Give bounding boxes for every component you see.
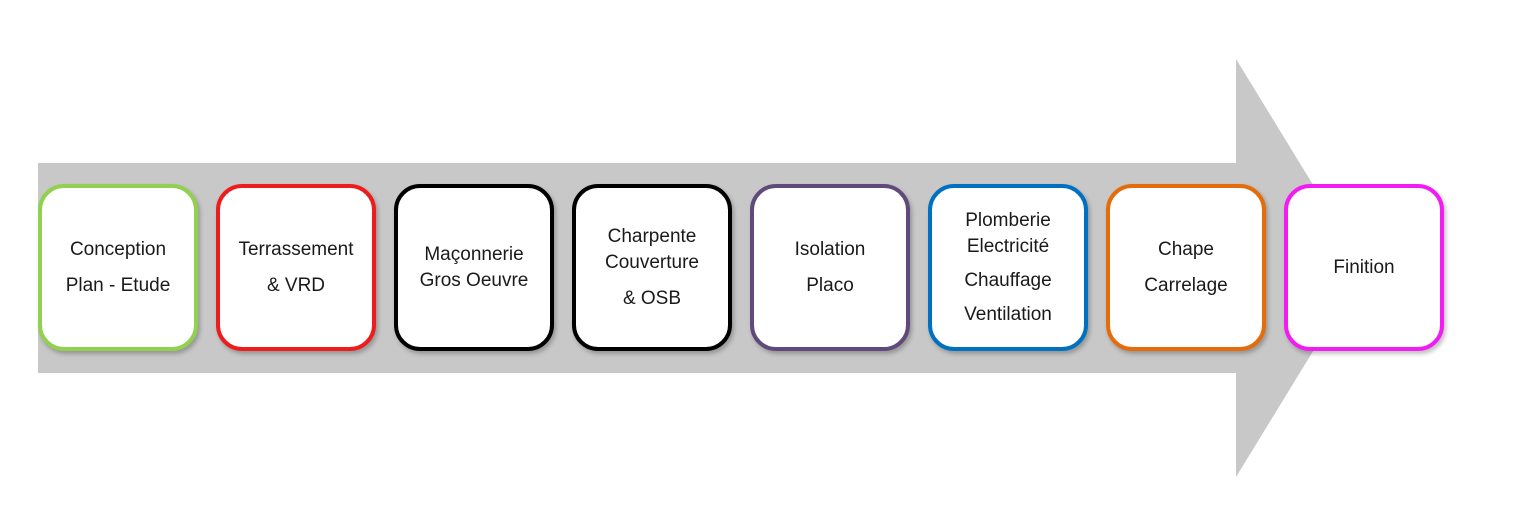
step-terrassement-line-1: Terrassement	[238, 238, 354, 260]
step-isolation-line-1: Isolation	[794, 238, 866, 260]
step-plomberie-line-4: Ventilation	[964, 303, 1052, 325]
step-chape: Chape Carrelage	[1106, 184, 1266, 351]
step-isolation: Isolation Placo	[750, 184, 910, 351]
step-chape-line-1: Chape	[1158, 238, 1214, 260]
step-charpente-line-3: & OSB	[622, 287, 682, 309]
step-finition: Finition	[1284, 184, 1444, 351]
step-plomberie-line-1: Plomberie	[965, 209, 1051, 231]
step-terrassement: Terrassement & VRD	[216, 184, 376, 351]
step-charpente-line-1: Charpente	[607, 225, 697, 247]
step-conception-line-1: Conception	[69, 238, 167, 260]
step-plomberie: Plomberie Electricité Chauffage Ventilat…	[928, 184, 1088, 351]
step-finition-line-1: Finition	[1333, 256, 1395, 278]
step-isolation-line-2: Placo	[806, 274, 854, 296]
step-charpente: Charpente Couverture & OSB	[572, 184, 732, 351]
step-maconnerie-line-2: Gros Oeuvre	[419, 269, 529, 291]
step-maconnerie-line-1: Maçonnerie	[424, 243, 524, 265]
step-plomberie-line-3: Chauffage	[964, 269, 1052, 291]
step-terrassement-line-2: & VRD	[266, 274, 326, 296]
step-charpente-line-2: Couverture	[605, 251, 699, 273]
step-conception: Conception Plan - Etude	[38, 184, 198, 351]
step-chape-line-2: Carrelage	[1144, 274, 1228, 296]
step-plomberie-line-2: Electricité	[966, 235, 1050, 257]
step-maconnerie: Maçonnerie Gros Oeuvre	[394, 184, 554, 351]
step-conception-line-2: Plan - Etude	[65, 274, 171, 296]
